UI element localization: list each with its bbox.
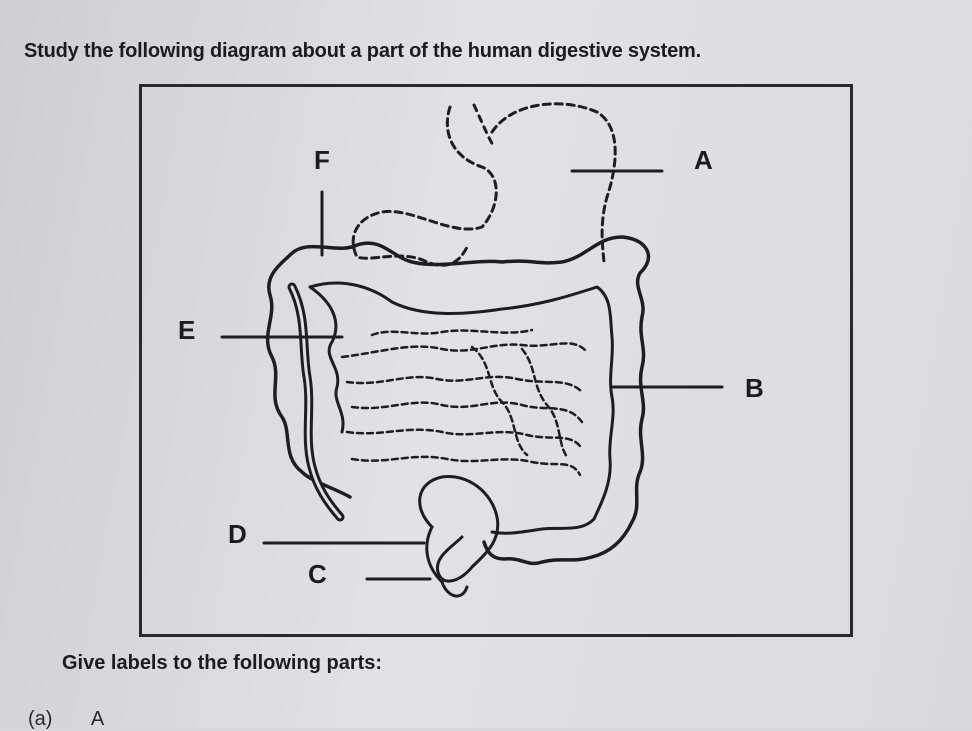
appendix-outline bbox=[425, 525, 469, 598]
diagram-frame: A B C D E F bbox=[139, 84, 853, 637]
answer-number: (a) bbox=[28, 708, 53, 730]
large-intestine-inner bbox=[308, 281, 615, 535]
label-D: D bbox=[228, 519, 247, 549]
question-stem: Study the following diagram about a part… bbox=[24, 40, 702, 62]
ascending-colon-highlight bbox=[290, 285, 342, 519]
oesophagus-outline bbox=[472, 103, 496, 149]
answer-letter: A bbox=[90, 708, 105, 730]
small-intestine-coils bbox=[340, 328, 589, 477]
stomach-outline bbox=[351, 105, 498, 267]
label-A: A bbox=[694, 145, 713, 175]
label-B: B bbox=[745, 373, 764, 403]
digestive-system-diagram bbox=[220, 102, 724, 598]
label-E: E bbox=[178, 315, 196, 345]
label-C: C bbox=[308, 559, 327, 589]
answer-item-a: (a) A bbox=[28, 708, 104, 731]
label-F: F bbox=[314, 145, 330, 175]
stomach-outline-right bbox=[490, 102, 617, 264]
large-intestine-outline bbox=[265, 235, 651, 566]
caecum-outline bbox=[418, 474, 500, 583]
instruction-text: Give labels to the following parts: bbox=[62, 652, 383, 674]
